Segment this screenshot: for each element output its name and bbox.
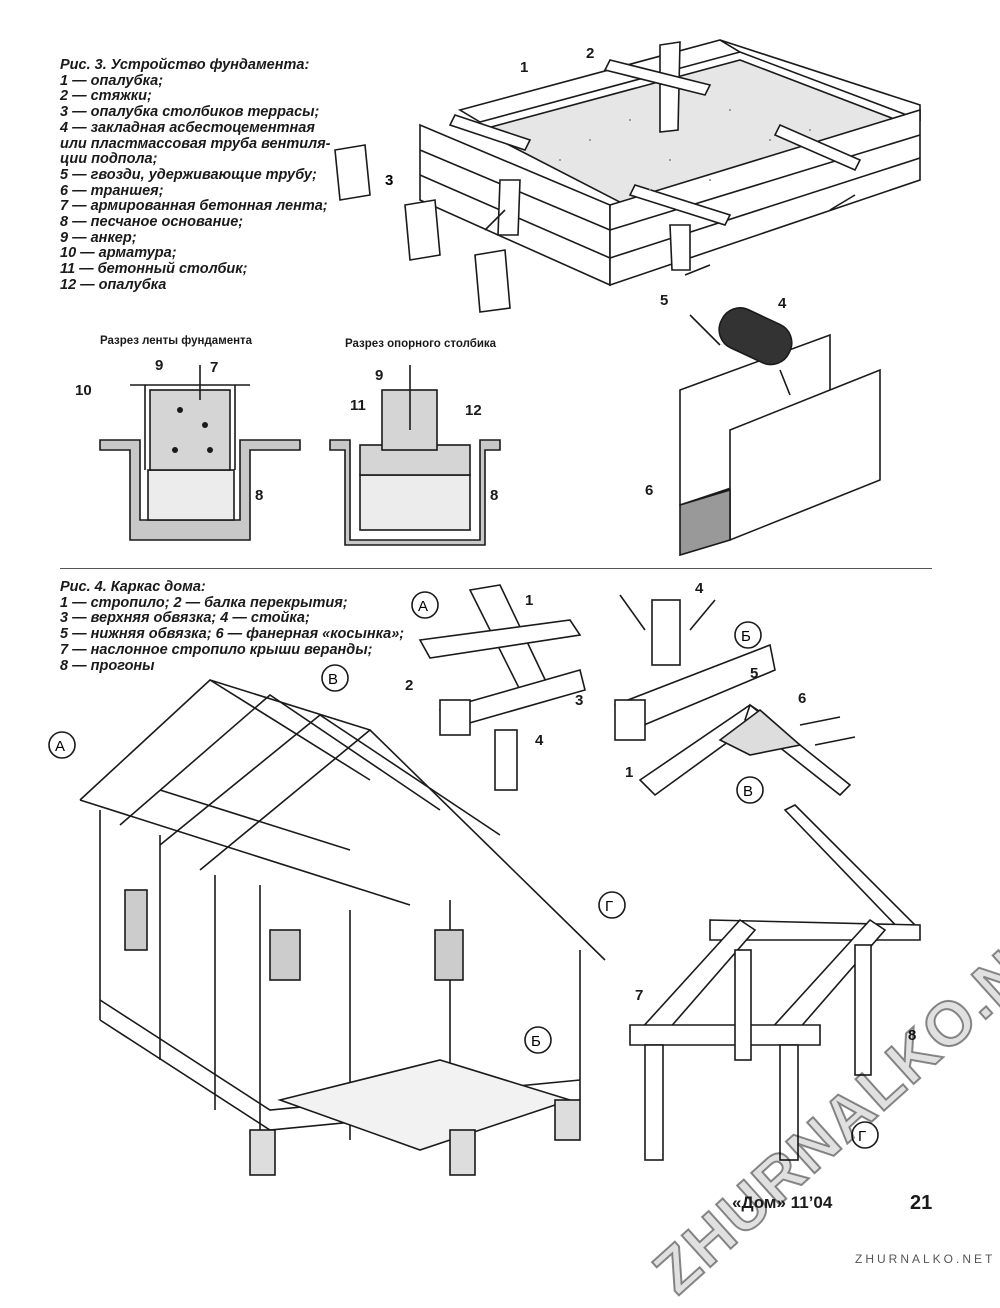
callout-8: 8 bbox=[490, 487, 498, 504]
callout-4: 4 bbox=[778, 295, 787, 312]
section-strip-label: Разрез ленты фундамента bbox=[100, 335, 253, 347]
callout-6: 6 bbox=[798, 690, 806, 707]
fig3-item: 2 — стяжки; bbox=[60, 88, 152, 105]
detail-g-veranda-rafters: 7 8 Г bbox=[629, 804, 921, 1161]
callout-9: 9 bbox=[375, 367, 383, 384]
fig3-item: 6 — траншея; bbox=[60, 182, 164, 199]
callout-v: В bbox=[743, 783, 753, 800]
callout-5: 5 bbox=[750, 665, 758, 682]
magazine-issue: «Дом» 11’04 bbox=[732, 1193, 833, 1212]
callout-7: 7 bbox=[210, 359, 218, 376]
callout-3: 3 bbox=[575, 692, 583, 709]
callout-9: 9 bbox=[155, 357, 163, 374]
callout-a: А bbox=[418, 598, 428, 615]
callout-b: Б bbox=[531, 1033, 541, 1050]
fig3-item: 11 — бетонный столбик; bbox=[60, 261, 248, 278]
section-post-label: Разрез опорного столбика bbox=[345, 338, 497, 350]
fig3-caption: Рис. 3. Устройство фундамента: 1 — опалу… bbox=[60, 57, 331, 294]
fig3-item: 7 — армированная бетонная лента; bbox=[60, 198, 328, 215]
fig4-item: 3 — верхняя обвязка; 4 — стойка; bbox=[60, 610, 310, 627]
fig3-item: 12 — опалубка bbox=[60, 276, 167, 293]
callout-1: 1 bbox=[525, 592, 533, 609]
fig4-item: 8 — прогоны bbox=[60, 657, 155, 674]
callout-4: 4 bbox=[535, 732, 544, 749]
fig3-item: 8 — песчаное основание; bbox=[60, 214, 244, 231]
house-frame-illustration: А В Г Б bbox=[48, 664, 626, 1176]
foundation-formwork-illustration: 1 2 bbox=[419, 39, 921, 287]
vent-pipe-detail: 5 4 6 bbox=[645, 292, 881, 557]
callout-8: 8 bbox=[255, 487, 263, 504]
fig4-item: 1 — стропило; 2 — балка перекрытия; bbox=[60, 594, 348, 611]
callout-5: 5 bbox=[660, 292, 668, 309]
fig3-item: 4 — закладная асбестоцементная bbox=[60, 119, 315, 136]
strip-foundation-section: 9 7 10 8 bbox=[75, 357, 301, 541]
callout-b: Б bbox=[741, 628, 751, 645]
fig3-item: или пластмассовая труба вентиля- bbox=[60, 135, 331, 152]
callout-6: 6 bbox=[645, 482, 653, 499]
callout-v: В bbox=[328, 671, 338, 688]
detail-b-post-joint: Б 4 5 bbox=[614, 580, 776, 741]
fig3-item: 1 — опалубка; bbox=[60, 72, 164, 89]
callout-3: 3 bbox=[385, 172, 393, 189]
detail-v-gusset: В 6 1 bbox=[625, 690, 856, 804]
fig4-title: Рис. 4. Каркас дома: bbox=[60, 579, 206, 595]
callout-10: 10 bbox=[75, 382, 92, 399]
fig3-item: 5 — гвозди, удерживающие трубу; bbox=[60, 166, 317, 183]
callout-g: Г bbox=[858, 1128, 866, 1145]
callout-1: 1 bbox=[625, 764, 633, 781]
fig3-title: Рис. 3. Устройство фундамента: bbox=[60, 57, 310, 73]
fig3-item: 3 — опалубка столбиков террасы; bbox=[60, 104, 320, 121]
post-foundation-section: 9 11 12 8 bbox=[329, 365, 501, 546]
page-number: 21 bbox=[910, 1192, 933, 1214]
fig4-item: 7 — наслонное стропило крыши веранды; bbox=[60, 641, 373, 658]
callout-a: А bbox=[55, 738, 65, 755]
callout-2: 2 bbox=[586, 45, 594, 62]
callout-2: 2 bbox=[405, 677, 413, 694]
post-formwork-boxes: 3 bbox=[334, 144, 511, 313]
callout-4: 4 bbox=[695, 580, 704, 597]
fig4-item: 5 — нижняя обвязка; 6 — фанерная «косынк… bbox=[60, 626, 405, 643]
site-credit: ZHURNALKO.NET bbox=[855, 1252, 996, 1266]
fig3-item: ции подпола; bbox=[60, 151, 158, 168]
fig4-caption: Рис. 4. Каркас дома: 1 — стропило; 2 — б… bbox=[60, 579, 405, 674]
section-divider bbox=[60, 568, 932, 569]
callout-g: Г bbox=[605, 898, 613, 915]
callout-12: 12 bbox=[465, 402, 482, 419]
detail-a-rafter-joint: А 1 2 3 4 bbox=[405, 584, 586, 791]
fig3-item: 9 — анкер; bbox=[60, 229, 137, 246]
callout-11: 11 bbox=[350, 397, 366, 414]
callout-1: 1 bbox=[520, 59, 528, 76]
callout-8: 8 bbox=[908, 1027, 916, 1044]
callout-7: 7 bbox=[635, 987, 643, 1004]
fig3-item: 10 — арматура; bbox=[60, 245, 177, 262]
